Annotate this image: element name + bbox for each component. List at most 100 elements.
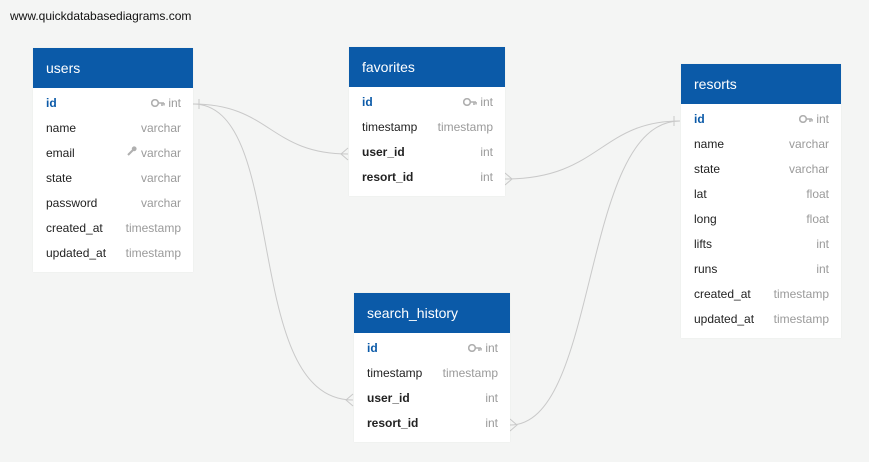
key-icon (151, 91, 166, 116)
field-name: created_at (694, 287, 751, 301)
site-url[interactable]: www.quickdatabasediagrams.com (10, 9, 192, 23)
field-name: id (46, 96, 57, 110)
field-row-state[interactable]: state varchar (681, 157, 841, 182)
field-row-lat[interactable]: lat float (681, 182, 841, 207)
field-type: int (151, 91, 181, 116)
field-row-lifts[interactable]: lifts int (681, 232, 841, 257)
search-key-icon (126, 141, 138, 166)
field-row-long[interactable]: long float (681, 207, 841, 232)
field-name: id (694, 112, 705, 126)
field-type: timestamp (126, 216, 181, 241)
field-name: id (362, 95, 373, 109)
field-name: password (46, 196, 98, 210)
field-name: runs (694, 262, 718, 276)
field-row-password[interactable]: password varchar (33, 191, 193, 216)
field-type: int (480, 165, 493, 190)
field-row-runs[interactable]: runs int (681, 257, 841, 282)
field-type-label: int (485, 391, 498, 405)
entity-title[interactable]: favorites (349, 47, 505, 87)
field-name: resort_id (362, 170, 414, 184)
field-type: float (806, 182, 829, 207)
field-row-name[interactable]: name varchar (681, 132, 841, 157)
field-type: varchar (141, 116, 181, 141)
field-type-label: timestamp (773, 287, 829, 301)
field-row-email[interactable]: email varchar (33, 141, 193, 166)
field-type-label: float (806, 212, 829, 226)
link-users-favorites (192, 103, 349, 155)
field-name: resort_id (367, 416, 419, 430)
field-type-label: timestamp (125, 221, 181, 235)
field-type: varchar (126, 141, 181, 166)
field-name: email (46, 146, 75, 160)
field-name: name (694, 137, 725, 151)
field-type-label: varchar (140, 121, 181, 135)
field-type: timestamp (126, 241, 181, 266)
many-marker (345, 393, 354, 407)
field-type-label: int (480, 145, 493, 159)
field-type: timestamp (774, 282, 829, 307)
field-type-label: int (816, 237, 829, 251)
field-type-label: int (816, 262, 829, 276)
field-row-timestamp[interactable]: timestamp timestamp (349, 115, 505, 140)
field-type: int (816, 232, 829, 257)
field-type: timestamp (438, 115, 493, 140)
field-name: lat (694, 187, 707, 201)
field-row-state[interactable]: state varchar (33, 166, 193, 191)
field-type: int (485, 386, 498, 411)
field-row-created-at[interactable]: created_at timestamp (681, 282, 841, 307)
field-name: long (694, 212, 717, 226)
field-type-label: int (485, 416, 498, 430)
many-marker (504, 172, 513, 186)
field-row-updated-at[interactable]: updated_at timestamp (681, 307, 841, 332)
field-type-label: int (480, 170, 493, 184)
field-type-label: int (168, 96, 181, 110)
field-name: state (694, 162, 721, 176)
field-type-label: varchar (140, 146, 181, 160)
field-type: int (468, 336, 498, 361)
field-name: state (46, 171, 73, 185)
many-marker (509, 418, 518, 432)
field-type: float (806, 207, 829, 232)
field-type: varchar (789, 132, 829, 157)
field-type: int (816, 257, 829, 282)
entity-title[interactable]: search_history (354, 293, 510, 333)
field-type-label: varchar (788, 162, 829, 176)
field-row-resort-id[interactable]: resort_id int (349, 165, 505, 190)
field-name: updated_at (694, 312, 755, 326)
field-type-label: varchar (788, 137, 829, 151)
field-type: int (480, 140, 493, 165)
field-name: lifts (694, 237, 712, 251)
field-name: user_id (367, 391, 410, 405)
field-row-created-at[interactable]: created_at timestamp (33, 216, 193, 241)
field-type: varchar (141, 191, 181, 216)
field-type-label: varchar (140, 171, 181, 185)
link-users-search-history (192, 103, 354, 401)
field-row-user-id[interactable]: user_id int (354, 386, 510, 411)
link-resorts-search-history (509, 120, 681, 426)
field-type-label: timestamp (773, 312, 829, 326)
field-name: timestamp (362, 120, 418, 134)
field-row-id[interactable]: id int (33, 91, 193, 116)
field-row-resort-id[interactable]: resort_id int (354, 411, 510, 436)
field-name: created_at (46, 221, 103, 235)
field-type-label: timestamp (437, 120, 493, 134)
key-icon (463, 90, 478, 115)
entity-title[interactable]: resorts (681, 64, 841, 104)
entity-title[interactable]: users (33, 48, 193, 88)
